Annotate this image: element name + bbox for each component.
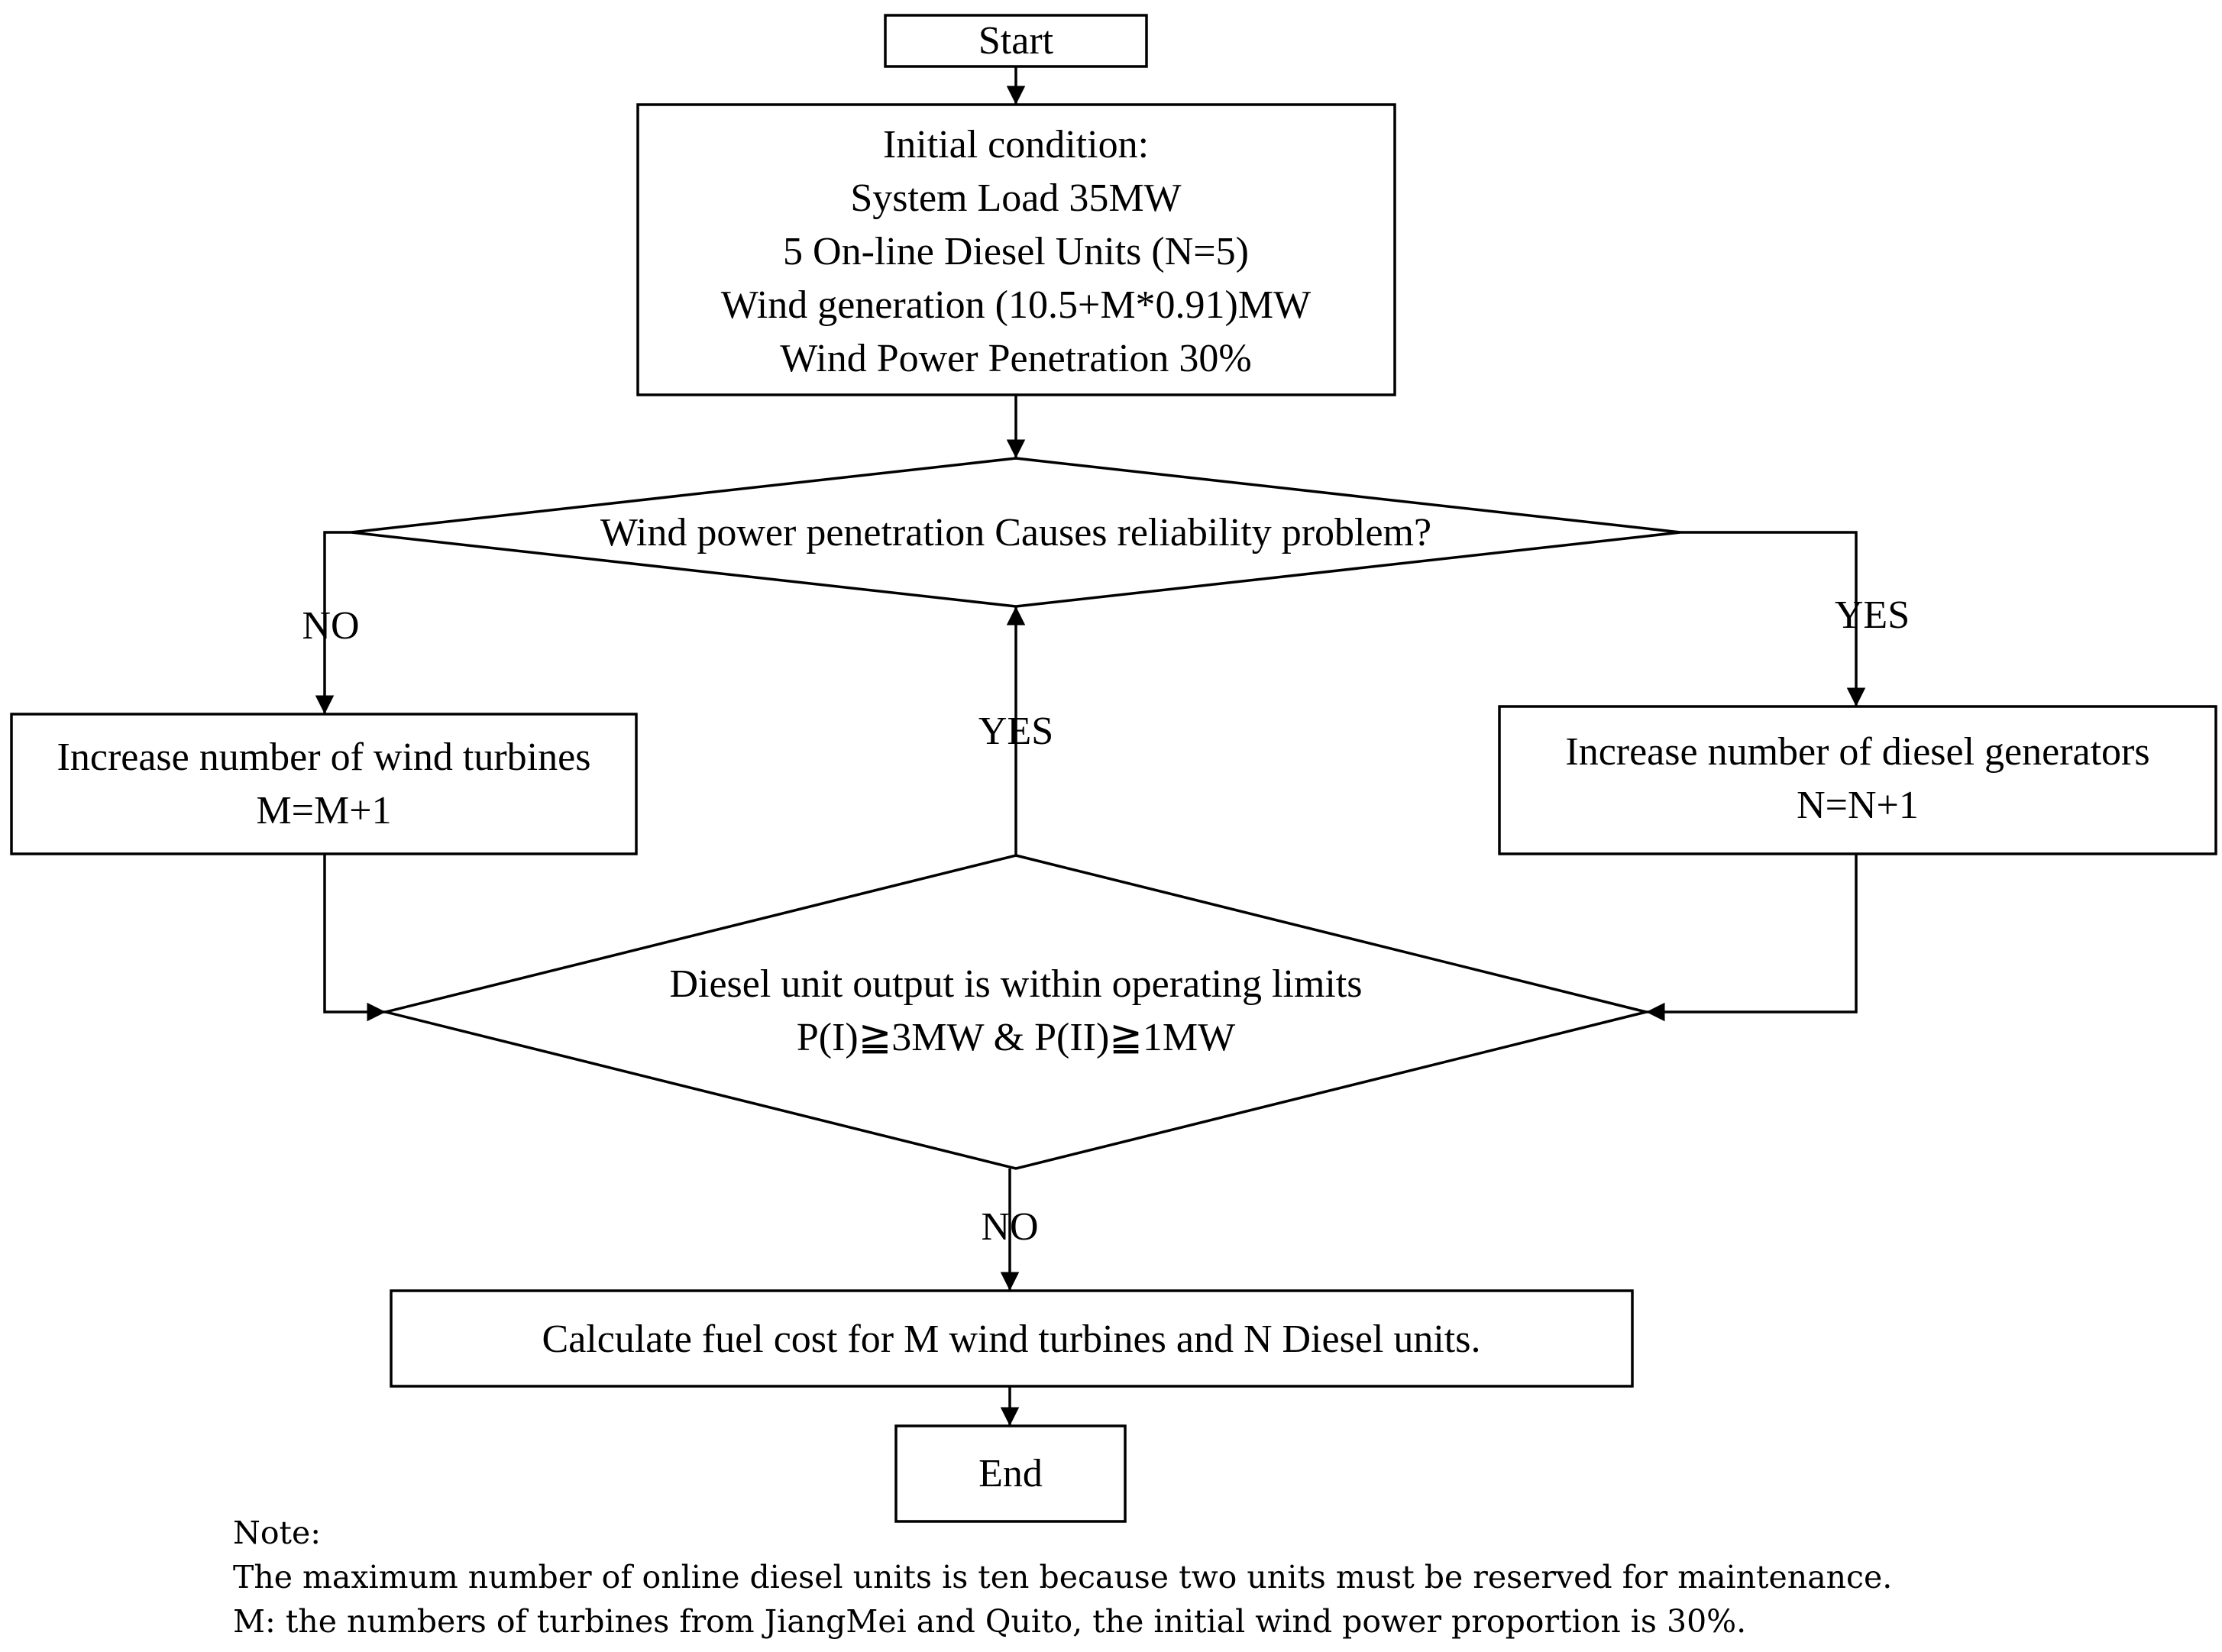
wind-box-line-1: Increase number of wind turbines <box>57 735 591 779</box>
limits-decision-line-2: P(I)≧3MW & P(II)≧1MW <box>797 1016 1235 1059</box>
initial-condition-box <box>636 103 1396 396</box>
note-heading: Note: <box>233 1515 322 1551</box>
reliability-decision-label: Wind power penetration Causes reliabilit… <box>600 511 1431 554</box>
diesel-box-line-2: N=N+1 <box>1797 784 1919 827</box>
end-label: End <box>978 1452 1043 1495</box>
calculate-fuel-cost-box <box>390 1289 1634 1388</box>
initial-line-2: System Load 35MW <box>850 176 1181 220</box>
increase-wind-turbines-box <box>10 713 638 855</box>
initial-line-1: Initial condition: <box>883 123 1149 166</box>
edge-wind-to-limits <box>323 854 386 1022</box>
reliability-no-label: NO <box>302 604 359 648</box>
note-line-2: M: the numbers of turbines from JiangMei… <box>233 1603 1747 1640</box>
edge-reliability-no <box>315 531 351 714</box>
initial-line-5: Wind Power Penetration 30% <box>780 337 1251 380</box>
start-node <box>884 14 1148 68</box>
diesel-box-line-1: Increase number of diesel generators <box>1565 730 2149 774</box>
wind-box-line-2: M=M+1 <box>256 789 391 832</box>
initial-line-4: Wind generation (10.5+M*0.91)MW <box>721 283 1311 327</box>
initial-line-3: 5 On-line Diesel Units (N=5) <box>783 230 1249 273</box>
limits-no-label: NO <box>981 1205 1038 1249</box>
note-line-1: The maximum number of online diesel unit… <box>233 1559 1893 1595</box>
limits-decision-line-1: Diesel unit output is within operating l… <box>669 962 1362 1006</box>
limits-decision <box>385 854 1647 1170</box>
edge-reliability-yes <box>1680 531 1866 706</box>
increase-diesel-generators-box <box>1498 705 2217 855</box>
edge-diesel-to-limits <box>1646 854 1858 1022</box>
footnote: Note: The maximum number of online diese… <box>233 1511 2188 1644</box>
calculate-label: Calculate fuel cost for M wind turbines … <box>542 1317 1481 1361</box>
limits-yes-label: YES <box>978 710 1053 753</box>
end-node <box>894 1424 1127 1523</box>
start-label: Start <box>978 19 1054 63</box>
reliability-yes-label: YES <box>1835 593 1910 637</box>
